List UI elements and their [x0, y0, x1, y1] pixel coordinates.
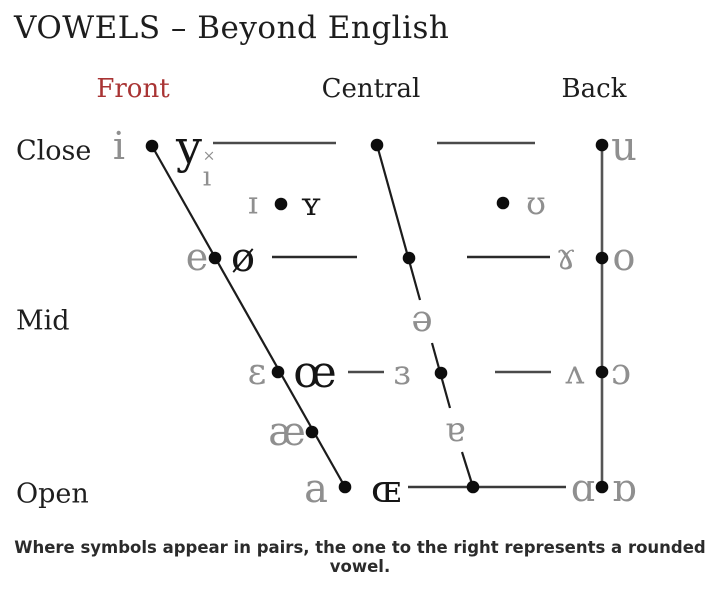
dot-close-back	[595, 138, 609, 152]
vowel-oe-ligature-symbol: œ	[293, 347, 337, 398]
vowel-rams-horns-symbol: ɤ	[555, 237, 577, 278]
vowel-reversed-epsilon-symbol: ɜ	[393, 353, 411, 393]
vowel-o-slash-symbol: ø	[230, 235, 256, 281]
vowel-a-symbol: a	[304, 466, 328, 512]
vowel-small-cap-y-symbol: ʏ	[300, 185, 322, 223]
vowel-ash-symbol: æ	[268, 409, 306, 455]
central-diagonal-line-upper	[375, 144, 422, 301]
vowel-small-cap-i-symbol: ɪ	[248, 185, 258, 222]
dot-open-front	[338, 480, 352, 494]
dot-close-mid-back	[595, 251, 609, 265]
dot-open-mid-central	[434, 366, 448, 380]
vowel-schwa-symbol: ə	[411, 299, 433, 340]
vowel-u-symbol: u	[611, 124, 637, 170]
dot-open-central	[466, 480, 480, 494]
vowel-turned-script-a-symbol: ɒ	[611, 466, 637, 510]
vowel-script-a-symbol: ɑ	[570, 466, 596, 510]
vowel-o-symbol: o	[612, 235, 636, 279]
vowel-barred-i-symbol: ı	[202, 161, 212, 193]
rounded-vowel-note: Where symbols appear in pairs, the one t…	[14, 538, 706, 576]
dot-close-mid-central	[402, 251, 416, 265]
column-header-front: Front	[96, 74, 170, 104]
vowel-small-cap-oe-symbol: ɶ	[370, 467, 402, 511]
dot-close-mid-front	[208, 251, 222, 265]
vowel-y-symbol: y	[176, 120, 202, 174]
vowel-horseshoe-u-symbol: ʊ	[526, 184, 546, 222]
vowel-i-symbol: i	[112, 124, 126, 168]
dot-near-close-back	[496, 196, 510, 210]
row-label-close: Close	[16, 135, 92, 167]
dot-near-close-front	[274, 197, 288, 211]
row-label-open: Open	[16, 478, 89, 510]
dot-near-open-front	[305, 425, 319, 439]
vowel-turned-v-symbol: ʌ	[565, 352, 585, 392]
vowel-epsilon-symbol: ɛ	[247, 352, 267, 393]
vowel-e-symbol: e	[185, 235, 209, 279]
vowel-open-o-symbol: ɔ	[610, 352, 632, 393]
dot-open-mid-front	[271, 365, 285, 379]
row-label-mid: Mid	[16, 305, 70, 337]
x-marker-symbol: ×	[202, 146, 216, 165]
page-title: VOWELS – Beyond English	[14, 10, 450, 46]
dot-open-mid-back	[595, 365, 609, 379]
vowel-turned-a-symbol: ɐ	[444, 410, 466, 450]
dot-open-back	[595, 480, 609, 494]
dot-close-front	[145, 139, 159, 153]
dot-close-central	[370, 138, 384, 152]
column-header-back: Back	[561, 74, 627, 104]
column-header-central: Central	[321, 74, 421, 104]
